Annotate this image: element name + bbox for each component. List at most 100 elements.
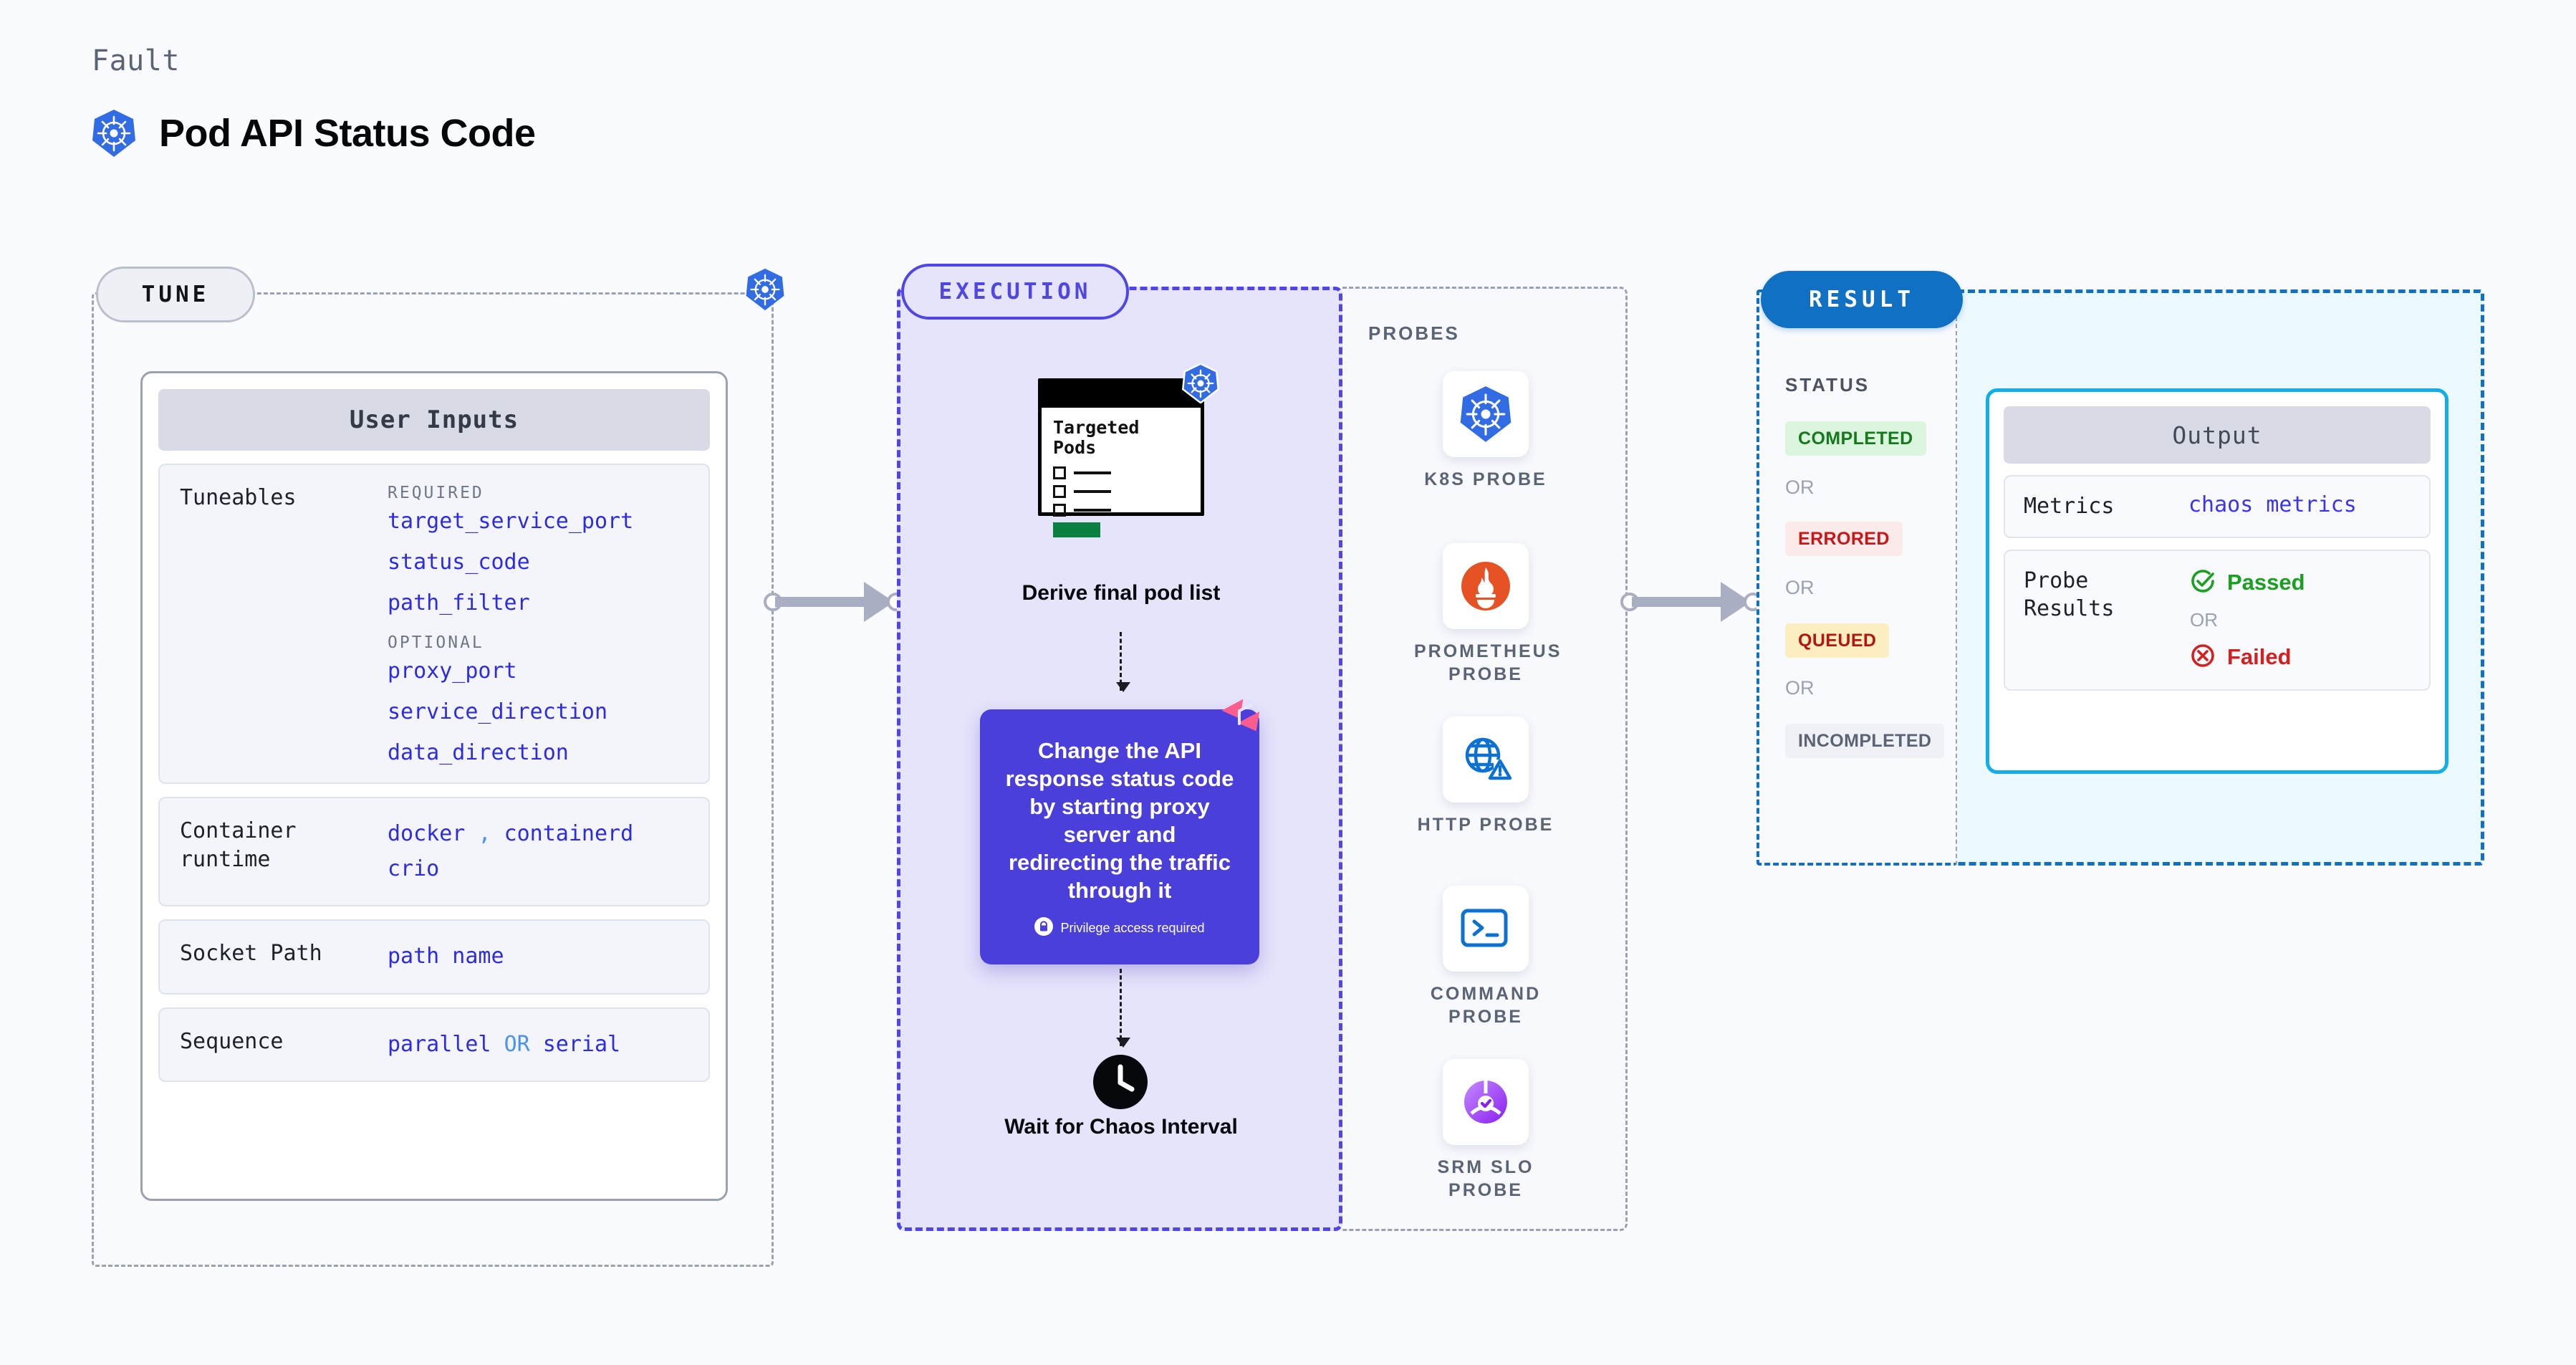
page-header: Fault Pod API Status Code — [92, 44, 536, 158]
probe-result-passed: Passed — [2188, 567, 2305, 599]
check-circle-icon — [2188, 567, 2217, 599]
clock-icon — [1092, 1053, 1149, 1111]
probe-label: PROMETHEUS PROBE — [1414, 641, 1562, 684]
derive-pod-list-caption: Derive final pod list — [1022, 581, 1221, 605]
probe-label: HTTP PROBE — [1417, 815, 1554, 835]
or-separator: OR — [1785, 677, 1815, 699]
prometheus-icon — [1443, 543, 1529, 629]
socket-path-row: Socket Path path name — [158, 919, 710, 995]
output-card: Output Metrics chaos metrics Probe Resul… — [1986, 388, 2448, 774]
sequence-value[interactable]: parallel — [388, 1031, 491, 1057]
metrics-label: Metrics — [2024, 494, 2115, 519]
result-panel — [1756, 289, 1957, 866]
flow-arrow — [1116, 969, 1130, 1048]
tuneable-item[interactable]: status_code — [388, 550, 530, 575]
pods-title-line2: Pods — [1053, 437, 1097, 458]
tuneable-item[interactable]: path_filter — [388, 590, 530, 616]
globe-warning-icon — [1443, 717, 1529, 803]
pods-card-topbar — [1042, 382, 1201, 408]
tuneable-item[interactable]: proxy_port — [388, 658, 517, 684]
row-label: Sequence — [180, 1028, 284, 1054]
optional-tag: OPTIONAL — [388, 633, 484, 652]
placeholder-line — [1074, 471, 1111, 474]
privilege-label: Privilege access required — [1060, 921, 1205, 936]
row-label: Socket Path — [180, 941, 322, 967]
kubernetes-icon — [1181, 363, 1220, 407]
tab-result[interactable]: RESULT — [1761, 271, 1963, 328]
or-separator: OR — [1785, 476, 1815, 498]
targeted-pods-card: Targeted Pods — [1038, 363, 1220, 537]
status-badge: QUEUED — [1785, 623, 1890, 658]
chaos-ribbon-icon — [1218, 695, 1271, 744]
probe-item-http[interactable]: HTTP PROBE — [1414, 717, 1557, 837]
row-label: Container runtime — [180, 818, 297, 873]
metrics-value[interactable]: chaos metrics — [2188, 492, 2357, 517]
page-title: Pod API Status Code — [159, 112, 536, 155]
srm-slo-icon — [1443, 1059, 1529, 1145]
action-description: Change the API response status code by s… — [1005, 738, 1234, 904]
output-title: Output — [2004, 406, 2431, 464]
connector-execution-result — [1620, 582, 1764, 622]
required-tag: REQUIRED — [388, 484, 484, 502]
lock-icon — [1034, 917, 1054, 939]
pods-list-item — [1053, 485, 1189, 498]
progress-bar — [1053, 522, 1100, 537]
probe-label: K8S PROBE — [1424, 469, 1547, 489]
pods-title-line1: Targeted — [1053, 417, 1140, 438]
flow-arrow — [1116, 632, 1130, 692]
placeholder-line — [1074, 509, 1111, 512]
value-separator: OR — [504, 1031, 530, 1057]
probe-label: SRM SLO PROBE — [1437, 1157, 1534, 1200]
tab-tune[interactable]: TUNE — [96, 267, 255, 322]
kubernetes-icon — [745, 268, 785, 315]
or-separator: OR — [1785, 577, 1815, 598]
privilege-notice: Privilege access required — [1004, 917, 1235, 939]
probe-results-label: Probe Results — [2024, 567, 2115, 622]
or-separator: OR — [2190, 608, 2218, 631]
probe-item-srm-slo[interactable]: SRM SLO PROBE — [1414, 1059, 1557, 1202]
status-badge: COMPLETED — [1785, 421, 1926, 456]
user-inputs-card: User Inputs Tuneables REQUIRED target_se… — [140, 371, 728, 1201]
probes-title: PROBES — [1368, 322, 1460, 344]
x-circle-icon — [2188, 641, 2217, 674]
tab-execution[interactable]: EXECUTION — [901, 264, 1129, 320]
status-badge: ERRORED — [1785, 522, 1903, 556]
tuneables-label: Tuneables — [180, 485, 297, 510]
container-runtime-row: Container runtime docker , containerd cr… — [158, 797, 710, 907]
connector-line — [1632, 597, 1739, 607]
pods-list-item — [1053, 466, 1189, 479]
kubernetes-icon — [1443, 371, 1529, 457]
pods-list-item — [1053, 504, 1189, 517]
kubernetes-icon — [92, 109, 136, 158]
tuneables-section: Tuneables REQUIRED target_service_port s… — [158, 464, 710, 784]
wait-chaos-interval-caption: Wait for Chaos Interval — [1004, 1115, 1238, 1139]
action-card: Change the API response status code by s… — [980, 699, 1260, 964]
sequence-row: Sequence parallel OR serial — [158, 1007, 710, 1083]
probe-results-row: Probe Results Passed OR — [2004, 549, 2431, 691]
terminal-icon — [1443, 886, 1529, 972]
passed-label: Passed — [2227, 570, 2305, 595]
probe-item-k8s[interactable]: K8S PROBE — [1414, 371, 1557, 492]
checkbox-icon — [1053, 485, 1066, 498]
runtime-value[interactable]: crio — [388, 856, 440, 881]
probe-item-command[interactable]: COMMAND PROBE — [1414, 886, 1557, 1028]
fault-eyebrow: Fault — [92, 44, 180, 77]
checkbox-icon — [1053, 504, 1066, 517]
tuneable-item[interactable]: data_direction — [388, 740, 569, 765]
tuneable-item[interactable]: service_direction — [388, 699, 608, 724]
failed-label: Failed — [2227, 644, 2292, 670]
probe-label: COMMAND PROBE — [1430, 984, 1542, 1027]
tune-panel — [92, 292, 774, 1267]
connector-tune-execution — [764, 582, 907, 622]
status-badge: INCOMPLETED — [1785, 724, 1945, 758]
runtime-value[interactable]: docker — [388, 821, 466, 846]
status-title: STATUS — [1785, 374, 1870, 396]
sequence-value[interactable]: serial — [542, 1031, 621, 1057]
placeholder-line — [1074, 490, 1111, 493]
socket-path-value[interactable]: path name — [388, 944, 504, 969]
tuneable-item[interactable]: target_service_port — [388, 509, 634, 534]
probe-item-prometheus[interactable]: PROMETHEUS PROBE — [1414, 543, 1562, 686]
metrics-row: Metrics chaos metrics — [2004, 475, 2431, 538]
runtime-value[interactable]: containerd — [504, 821, 634, 846]
